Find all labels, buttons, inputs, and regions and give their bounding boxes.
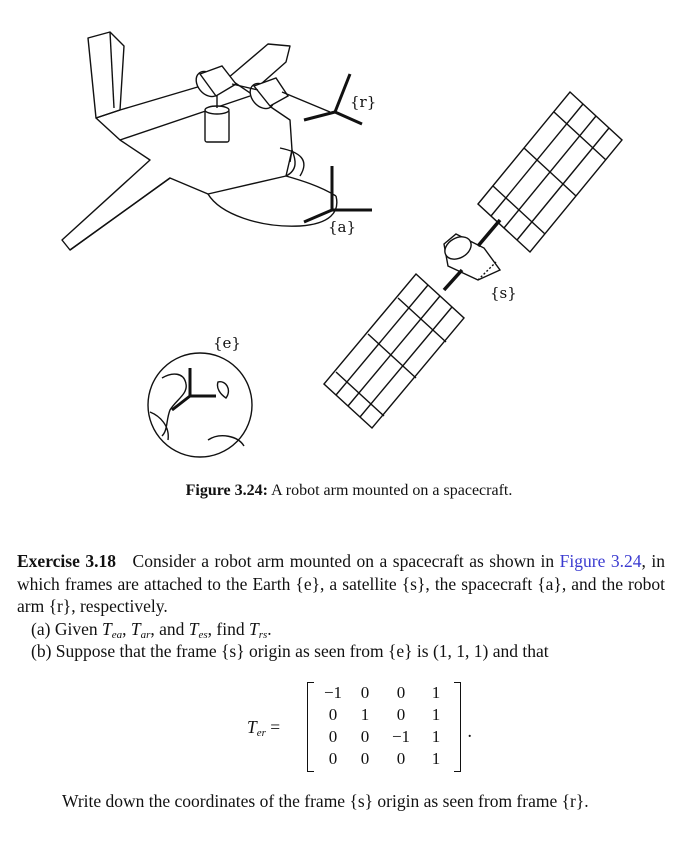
frame-e-axes [171, 368, 216, 412]
spacecraft [61, 31, 338, 251]
figure-caption-text: A robot arm mounted on a spacecraft. [271, 482, 513, 499]
satellite [323, 90, 623, 430]
matrix-cell: 0 [328, 749, 338, 768]
matrix-cell: 1 [431, 683, 441, 702]
part-a-text-1: Given [54, 618, 98, 639]
matrix-cell: 0 [328, 727, 338, 746]
frame-s-label: {s} [490, 284, 517, 302]
exercise-body: Exercise 3.18 Consider a robot arm mount… [17, 550, 665, 663]
math-t-ar: Tar [130, 618, 151, 641]
part-b-label: (b) [31, 641, 52, 661]
matrix-lhs: Ter = [247, 717, 281, 739]
matrix-period: . [467, 722, 473, 742]
part-a: (a) Given Tea, Tar, and Tes, find Trs. [31, 618, 272, 641]
matrix-cell: 0 [360, 749, 370, 768]
matrix-cell: 1 [431, 727, 441, 746]
frame-a-axes [303, 166, 372, 224]
matrix-cell: 0 [360, 727, 370, 746]
frame-r-axes [303, 73, 363, 126]
matrix-cell: 0 [328, 705, 338, 724]
exercise-heading: Exercise 3.18 [17, 551, 116, 571]
part-b-text: Suppose that the frame {s} origin as see… [55, 641, 549, 661]
math-t-ea: Tea [101, 618, 123, 641]
part-a-text-3: find [216, 618, 245, 639]
exercise-intro: Exercise 3.18 Consider a robot arm mount… [17, 550, 665, 618]
matrix-right-bracket [454, 682, 461, 772]
matrix-cell: 0 [396, 705, 406, 724]
matrix-cell: 0 [396, 683, 406, 702]
frame-e-label: {e} [213, 334, 241, 352]
part-a-text-2: and [159, 618, 185, 639]
matrix-lhs-subscript: er [256, 727, 266, 739]
matrix-cell: 0 [396, 749, 406, 768]
matrix-cell: 1 [431, 705, 441, 724]
matrix-grid: −1 0 0 1 0 1 0 1 0 0 −1 1 0 0 0 1 [317, 682, 451, 770]
matrix-equation: Ter = −1 0 0 1 0 1 0 1 0 0 −1 1 0 0 0 1 … [247, 682, 497, 772]
matrix-cell: 1 [431, 749, 441, 768]
exercise-intro-1: Consider a robot arm mounted on a spacec… [132, 551, 555, 571]
exercise-intro-2: , in which frames are attached to the Ea… [17, 551, 665, 616]
robot-arm [195, 65, 331, 143]
matrix-cell: −1 [323, 683, 343, 702]
satellite-booms [442, 218, 502, 292]
matrix-cell: 0 [360, 683, 370, 702]
exercise-final-text: Write down the coordinates of the frame … [62, 791, 589, 811]
matrix-cell: 1 [360, 705, 370, 724]
math-t-es: Tes [188, 618, 208, 641]
frame-r-label: {r} [350, 93, 376, 111]
frame-a-label: {a} [328, 218, 356, 236]
figure-caption: Figure 3.24: A robot arm mounted on a sp… [0, 482, 698, 500]
part-a-label: (a) [31, 618, 51, 639]
matrix-cell: −1 [391, 727, 411, 746]
figure-reference-link[interactable]: Figure 3.24 [559, 551, 642, 571]
matrix-left-bracket [307, 682, 314, 772]
spacecraft-figure: {r} {a} {s} [61, 31, 623, 458]
math-t-rs: Trs [249, 618, 268, 641]
part-b: (b) Suppose that the frame {s} origin as… [31, 640, 665, 663]
matrix-lhs-symbol: T [247, 717, 257, 737]
figure-caption-label: Figure 3.24: [185, 482, 268, 499]
earth [147, 352, 253, 458]
